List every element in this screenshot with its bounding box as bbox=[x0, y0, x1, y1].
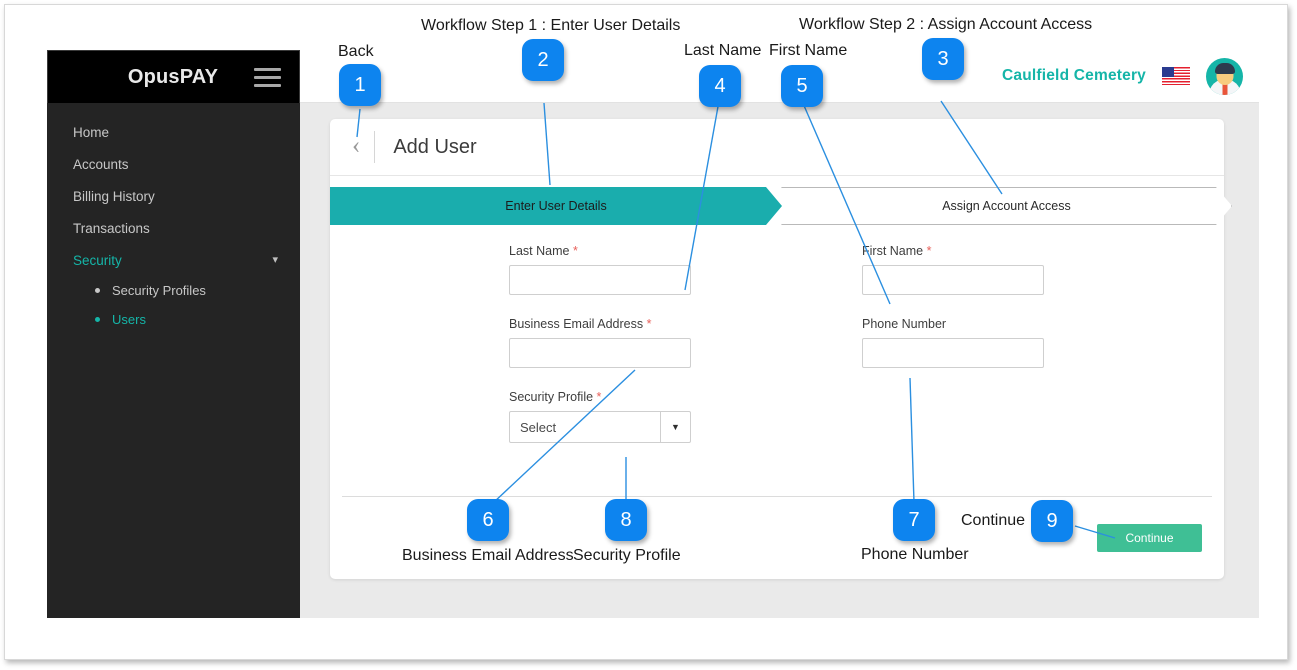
field-label-text: Last Name bbox=[509, 244, 570, 258]
sidebar-item-security[interactable]: Security ▾ bbox=[47, 244, 300, 276]
form-row: Last Name * First Name * bbox=[330, 244, 1224, 295]
last-name-input[interactable] bbox=[509, 265, 691, 295]
field-phone-number: Phone Number bbox=[862, 317, 1044, 368]
card-footer: Continue bbox=[342, 496, 1212, 579]
hamburger-bar bbox=[254, 83, 281, 87]
required-marker: * bbox=[572, 244, 578, 258]
form-row: Security Profile * Select ▼ bbox=[330, 390, 1224, 443]
step-label: Enter User Details bbox=[505, 199, 607, 213]
first-name-input[interactable] bbox=[862, 265, 1044, 295]
sidebar-item-transactions[interactable]: Transactions bbox=[47, 212, 300, 244]
step-enter-user-details[interactable]: Enter User Details bbox=[330, 187, 782, 225]
chevron-down-icon: ▼ bbox=[660, 412, 690, 442]
bullet-icon bbox=[95, 288, 100, 293]
required-marker: * bbox=[926, 244, 932, 258]
user-avatar-icon[interactable] bbox=[1206, 57, 1243, 95]
page-title: Add User bbox=[393, 135, 477, 158]
required-marker: * bbox=[596, 390, 602, 404]
continue-button[interactable]: Continue bbox=[1097, 524, 1202, 552]
annotation-label-workflow-step-2: Workflow Step 2 : Assign Account Access bbox=[799, 16, 1093, 33]
sidebar-item-accounts[interactable]: Accounts bbox=[47, 148, 300, 180]
sidebar-brand-bar: OpusPAY bbox=[47, 50, 300, 103]
phone-number-input[interactable] bbox=[862, 338, 1044, 368]
step-label: Assign Account Access bbox=[942, 199, 1071, 213]
page-frame: OpusPAY Home Accounts Billing History bbox=[4, 4, 1288, 660]
back-button[interactable]: ‹ bbox=[352, 131, 361, 159]
step-assign-account-access[interactable]: Assign Account Access bbox=[781, 187, 1232, 225]
sidebar-item-home[interactable]: Home bbox=[47, 116, 300, 148]
field-last-name: Last Name * bbox=[509, 244, 691, 295]
sidebar-item-label: Accounts bbox=[73, 156, 129, 172]
add-user-card: ‹ Add User Enter User Details Assign Acc… bbox=[330, 119, 1224, 579]
avatar-hair bbox=[1214, 62, 1235, 74]
sidebar-item-label: Billing History bbox=[73, 188, 155, 204]
field-label: Phone Number bbox=[862, 317, 1044, 331]
field-label: Security Profile * bbox=[509, 390, 691, 404]
sidebar: OpusPAY Home Accounts Billing History bbox=[47, 50, 300, 618]
add-user-form: Last Name * First Name * bbox=[330, 244, 1224, 465]
field-business-email: Business Email Address * bbox=[509, 317, 691, 368]
sidebar-item-label: Security bbox=[73, 252, 122, 268]
bullet-icon bbox=[95, 317, 100, 322]
hamburger-bar bbox=[254, 67, 281, 71]
hamburger-icon[interactable] bbox=[254, 67, 281, 87]
field-label: First Name * bbox=[862, 244, 1044, 258]
us-flag-icon[interactable] bbox=[1162, 67, 1190, 85]
field-security-profile: Security Profile * Select ▼ bbox=[509, 390, 691, 443]
security-profile-select[interactable]: Select ▼ bbox=[509, 411, 691, 443]
sidebar-item-label: Home bbox=[73, 124, 110, 140]
organization-name: Caulfield Cemetery bbox=[1001, 67, 1146, 84]
main-content: Caulfield Cemetery ‹ bbox=[300, 50, 1259, 618]
header-divider bbox=[374, 131, 376, 163]
application-window: OpusPAY Home Accounts Billing History bbox=[47, 50, 1259, 618]
field-label-text: Phone Number bbox=[862, 317, 947, 331]
hamburger-bar bbox=[254, 75, 281, 79]
business-email-input[interactable] bbox=[509, 338, 691, 368]
brand-logo: OpusPAY bbox=[127, 65, 219, 88]
select-value: Select bbox=[520, 419, 557, 435]
form-row: Business Email Address * Phone Number bbox=[330, 317, 1224, 368]
field-label: Last Name * bbox=[509, 244, 691, 258]
chevron-down-icon: ▾ bbox=[272, 253, 278, 266]
field-label-text: First Name bbox=[862, 244, 924, 258]
sidebar-item-users[interactable]: Users bbox=[47, 305, 300, 334]
annotation-label-workflow-step-1: Workflow Step 1 : Enter User Details bbox=[421, 17, 681, 34]
workflow-step-bar: Enter User Details Assign Account Access bbox=[330, 187, 1233, 225]
field-label: Business Email Address * bbox=[509, 317, 691, 331]
sidebar-item-billing-history[interactable]: Billing History bbox=[47, 180, 300, 212]
field-first-name: First Name * bbox=[862, 244, 1044, 295]
sidebar-subitem-label: Users bbox=[112, 312, 146, 327]
field-label-text: Business Email Address bbox=[509, 317, 644, 331]
field-label-text: Security Profile bbox=[509, 390, 594, 404]
sidebar-item-security-profiles[interactable]: Security Profiles bbox=[47, 276, 300, 305]
card-header: ‹ Add User bbox=[330, 119, 1224, 176]
avatar-tie bbox=[1222, 79, 1227, 95]
sidebar-subitem-label: Security Profiles bbox=[112, 283, 206, 298]
top-bar: Caulfield Cemetery bbox=[300, 50, 1259, 103]
required-marker: * bbox=[646, 317, 652, 331]
sidebar-item-label: Transactions bbox=[73, 220, 150, 236]
flag-canton bbox=[1162, 67, 1174, 77]
